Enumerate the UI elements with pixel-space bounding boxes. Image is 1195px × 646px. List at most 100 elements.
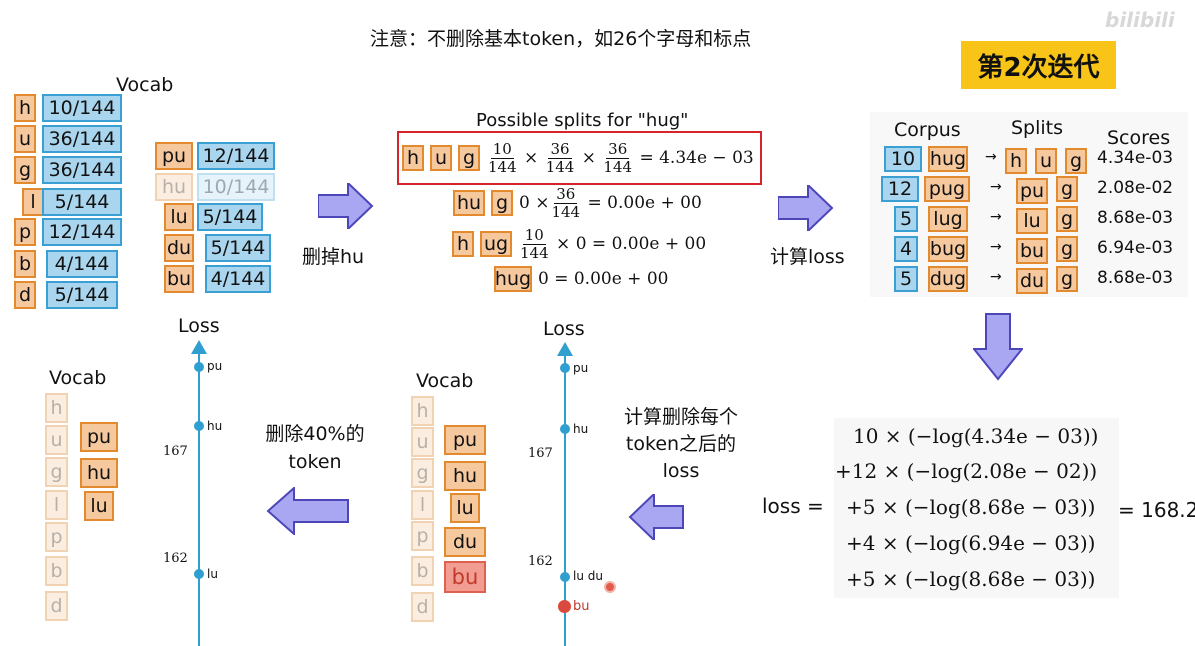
token-box: ug (480, 231, 512, 257)
fraction-num: 36 (548, 139, 572, 159)
vocab-count: 10/144 (197, 173, 275, 201)
vocab-count: 4/144 (46, 250, 118, 278)
vocab-token: hu (155, 173, 193, 201)
loss-axis-title: Loss (543, 318, 585, 340)
vocab-token: du (164, 234, 194, 262)
fraction-den: 144 (488, 157, 517, 176)
token-box: g (458, 145, 480, 171)
loss-point-lu (194, 569, 204, 579)
arrow-icon: → (985, 149, 997, 165)
vocab-token: du (444, 527, 486, 557)
corpus-score: 8.68e-03 (1097, 208, 1174, 228)
vocab-token: lu (164, 203, 194, 231)
split-highlight (397, 131, 762, 185)
vocab-token: g (411, 458, 434, 488)
vocab-token: u (45, 425, 68, 455)
splits-title: Possible splits for "hug" (476, 110, 689, 131)
vocab-count: 10/144 (42, 94, 122, 122)
token-box: h (402, 145, 424, 171)
vocab-token: b (14, 250, 36, 278)
loss-point-label: pu (207, 359, 223, 373)
cursor-indicator (604, 581, 616, 593)
vocab-count: 36/144 (42, 156, 122, 184)
axis-tick-167: 167 (163, 444, 188, 459)
vocab-token: pu (444, 425, 486, 455)
loss-point-label: hu (207, 419, 223, 433)
splits-header: Splits (1011, 117, 1064, 139)
split-token: bu (1016, 238, 1048, 264)
split-prefix: 0 × (519, 193, 550, 213)
loss-panel (834, 418, 1119, 598)
split-token: g (1065, 148, 1087, 174)
loss-point-pu (194, 362, 204, 372)
split-token: lu (1016, 208, 1048, 234)
loss-term-4: +4 × (−log(6.94e − 03)) (846, 531, 1096, 555)
vocab-token: b (411, 556, 434, 586)
loss-axis-title: Loss (178, 315, 220, 337)
split-token: g (1056, 266, 1078, 292)
vocab-panel-top: Vocab (0, 60, 290, 315)
loss-point-lu-du (560, 572, 570, 582)
arrow-label-delete-hu: 删掉hu (302, 246, 365, 268)
right-arrow-icon (778, 185, 834, 231)
vocab-token: pu (80, 422, 118, 452)
arrow-label-delete-40: 删除40%的token (265, 423, 365, 473)
axis-tick-162: 162 (163, 551, 188, 566)
mid-vocab-title: Vocab (416, 370, 474, 392)
vocab-count: 36/144 (42, 125, 122, 153)
vocab-count: 5/144 (46, 281, 118, 309)
axis-tick-162: 162 (528, 554, 553, 569)
corpus-score: 4.34e-03 (1097, 148, 1174, 168)
loss-label: loss = (762, 494, 824, 518)
corpus-score: 6.94e-03 (1097, 238, 1174, 258)
arrow-icon: → (990, 209, 1002, 225)
vocab-token: d (411, 592, 434, 622)
vocab-token: p (45, 522, 68, 552)
loss-point-bu (558, 600, 571, 613)
vocab-count: 5/144 (205, 234, 271, 262)
split-token: du (1016, 268, 1048, 294)
loss-point-label: bu (573, 599, 590, 614)
iteration-badge: 第2次迭代 (961, 41, 1116, 89)
vocab-count: 5/144 (42, 188, 122, 216)
vocab-count: 4/144 (205, 265, 271, 293)
vocab-token: h (411, 396, 434, 426)
vocab-token: g (14, 156, 36, 184)
corpus-count: 10 (884, 146, 922, 172)
vocab-token: h (14, 94, 36, 122)
corpus-word: pug (924, 176, 970, 202)
fraction-num: 36 (554, 184, 578, 204)
loss-axis-line (191, 340, 207, 646)
corpus-count: 12 (881, 176, 919, 202)
split-token: h (1005, 148, 1027, 174)
token-box: u (430, 145, 452, 171)
loss-term-3: +5 × (−log(8.68e − 03)) (846, 495, 1096, 519)
corpus-score: 8.68e-03 (1097, 268, 1174, 288)
loss-term-2: +12 × (−log(2.08e − 02)) (835, 459, 1098, 483)
corpus-count: 5 (894, 266, 918, 292)
vocab-token: l (45, 490, 68, 520)
split-row-4: hug 0 = 0.00e + 00 (494, 264, 668, 294)
loss-point-pu (560, 363, 570, 373)
axis-tick-167: 167 (528, 446, 553, 461)
vocab-token: u (14, 125, 36, 153)
loss-point-label: pu (573, 361, 589, 375)
split-token: pu (1016, 178, 1048, 204)
vocab-token: p (411, 521, 434, 551)
loss-point-label: lu du (573, 569, 603, 583)
vocab-token: lu (84, 491, 114, 521)
vocab-token: h (45, 393, 68, 423)
split-result: = 0.00e + 00 (587, 193, 702, 213)
split-result: 0 = 0.00e + 00 (538, 269, 669, 289)
vocab-token: b (45, 556, 68, 586)
arrow-label-compute-loss: 计算loss (770, 246, 845, 268)
token-box: hug (494, 266, 532, 292)
vocab-token: l (411, 490, 434, 520)
vocab-token: pu (155, 142, 193, 170)
corpus-word: dug (928, 266, 968, 292)
top-note: 注意：不删除基本token，如26个字母和标点 (370, 28, 752, 50)
loss-point-label: lu (207, 567, 218, 581)
